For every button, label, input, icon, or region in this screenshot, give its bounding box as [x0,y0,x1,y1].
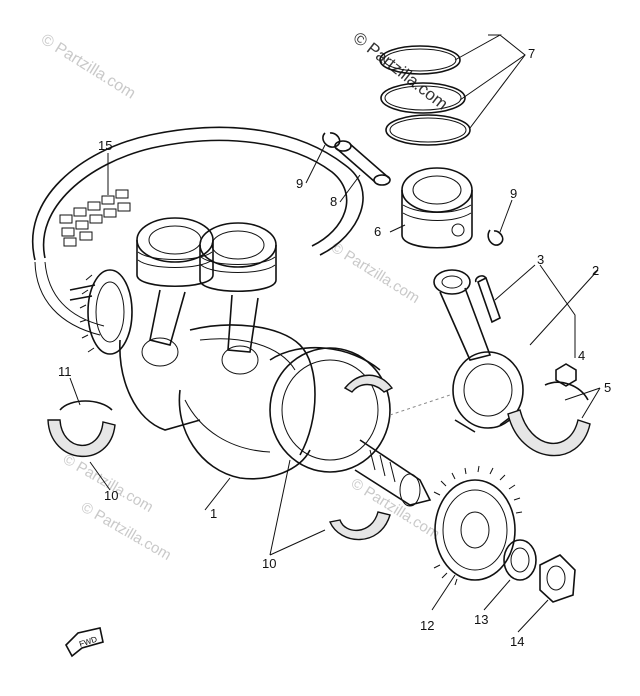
callout-10: 10 [104,488,118,503]
big-end-bearing [507,381,591,457]
callout-10: 10 [262,556,276,571]
callout-15: 15 [98,138,112,153]
washer [503,539,537,581]
callout-labels: 1 2 3 4 5 6 7 8 9 9 10 10 11 12 13 14 15 [58,46,611,649]
callout-3: 3 [537,252,544,267]
callout-9: 9 [510,186,517,201]
watermark: © Partzilla.com [38,31,138,103]
watermark: © Partzilla.com [78,499,174,564]
main-bearing [329,511,391,541]
connecting-rod [433,269,524,433]
rod-nut [555,363,577,387]
callout-7: 7 [528,46,535,61]
watermark: © Partzilla.com [60,451,156,516]
callout-9: 9 [296,176,303,191]
callout-1: 1 [210,506,217,521]
main-bearing [47,400,116,458]
callout-2: 2 [592,263,599,278]
main-bearing [343,374,394,393]
callout-5: 5 [604,380,611,395]
leader-lines [69,34,601,633]
crankshaft-assembly [119,217,432,507]
crank-sprocket [69,269,133,355]
watermark: © Partzilla.com [328,239,423,307]
cam-chain [32,126,364,336]
callout-4: 4 [578,348,585,363]
piston-pin-clip [322,132,341,148]
rod-bolt [474,275,501,324]
forward-arrow-icon: FWD [65,627,104,658]
callout-13: 13 [474,612,488,627]
primary-drive-gear [433,465,523,586]
callout-12: 12 [420,618,434,633]
crank-nut [539,554,576,603]
watermark: © Partzilla.com [350,28,452,114]
callout-6: 6 [374,224,381,239]
piston-pin-clip [487,229,504,246]
callout-11: 11 [58,364,72,379]
callout-8: 8 [330,194,337,209]
piston [401,167,473,249]
callout-14: 14 [510,634,524,649]
